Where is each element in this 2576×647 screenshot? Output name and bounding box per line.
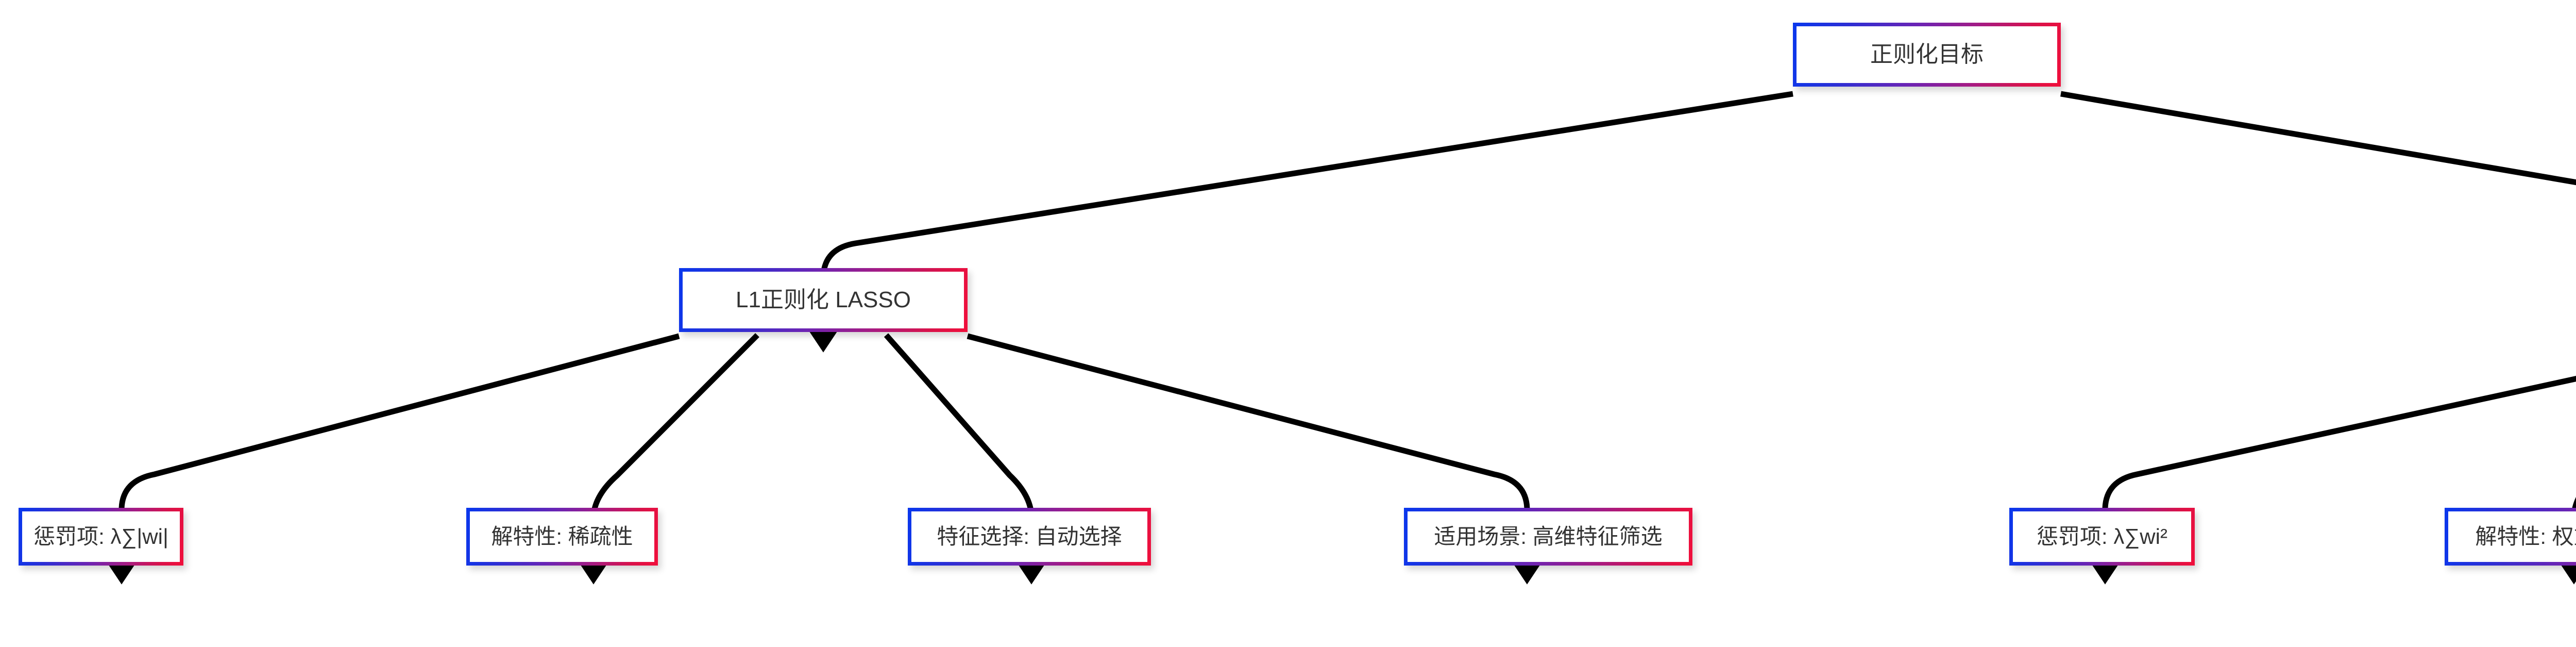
node-l1b[interactable]: 解特性: 稀疏性 (466, 508, 658, 566)
node-label-l2b: 解特性: 权重均匀缩小 (2475, 524, 2576, 549)
node-l1c[interactable]: 特征选择: 自动选择 (908, 508, 1151, 566)
node-l1[interactable]: L1正则化 LASSO (679, 268, 968, 332)
node-l2b[interactable]: 解特性: 权重均匀缩小 (2445, 508, 2576, 566)
node-label-l1: L1正则化 LASSO (736, 287, 911, 312)
node-label-l1d: 适用场景: 高维特征筛选 (1434, 524, 1663, 549)
tree-edges (88, 91, 2576, 585)
node-label-root: 正则化目标 (1870, 41, 1984, 67)
node-l2a[interactable]: 惩罚项: λ∑wi² (2009, 508, 2195, 566)
node-label-l1a: 惩罚项: λ∑|wi| (33, 524, 168, 549)
node-label-l1b: 解特性: 稀疏性 (491, 524, 633, 549)
node-label-l1c: 特征选择: 自动选择 (937, 524, 1122, 549)
node-label-l2a: 惩罚项: λ∑wi² (2037, 524, 2167, 549)
node-root[interactable]: 正则化目标 (1793, 23, 2061, 87)
node-l1a[interactable]: 惩罚项: λ∑|wi| (19, 508, 183, 566)
node-l1d[interactable]: 适用场景: 高维特征筛选 (1404, 508, 1692, 566)
edge-root-to-l1 (789, 91, 1793, 353)
edge-root-to-l2 (2060, 91, 2576, 186)
